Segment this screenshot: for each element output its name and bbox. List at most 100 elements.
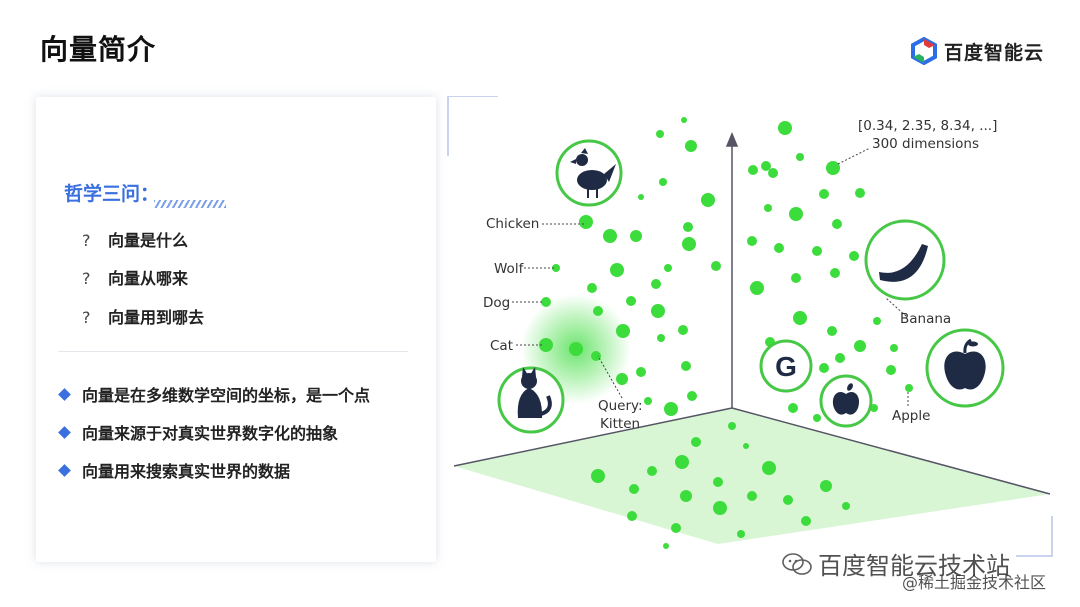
embedding-dot (801, 516, 811, 526)
embedding-dot (664, 264, 672, 272)
embedding-dot (762, 461, 776, 475)
question-mark: ? (82, 231, 91, 250)
embedding-dot (591, 351, 601, 361)
embedding-dot (681, 117, 687, 123)
content-card: 哲学三问： ?向量是什么 ?向量从哪来 ?向量用到哪去 向量是在多维数学空间的坐… (36, 97, 436, 562)
embedding-dot (774, 243, 784, 253)
apple-logo-icon (832, 383, 860, 415)
embedding-dot (657, 334, 665, 342)
embedding-dot (663, 543, 669, 549)
embedding-dot (748, 165, 758, 175)
divider (58, 351, 408, 352)
axes (453, 132, 1051, 495)
bullet-text: 向量来源于对真实世界数字化的抽象 (82, 424, 339, 443)
frame-corner (447, 96, 498, 156)
label-kitten: Kitten (600, 416, 640, 432)
embedding-dot (743, 443, 749, 449)
embedding-dot (819, 189, 829, 199)
label-chicken: Chicken (486, 216, 539, 232)
vector-dimensions: 300 dimensions (872, 136, 979, 152)
diamond-bullet-icon (58, 425, 71, 439)
embedding-dot (788, 403, 798, 413)
embedding-dot (539, 338, 553, 352)
embedding-dot (783, 495, 793, 505)
embedding-dot (842, 502, 850, 510)
embedding-dot (680, 490, 692, 502)
embedding-dot (791, 273, 801, 283)
embedding-dot (701, 193, 715, 207)
vector-space-illustration: G Chicken Wolf Dog Cat Query: Kitten Ban… (447, 96, 1053, 557)
embedding-dot (793, 311, 807, 325)
embedding-dot (761, 161, 771, 171)
embedding-dot (593, 306, 603, 316)
embedding-dot (591, 469, 605, 483)
diamond-bullet-icon (58, 463, 71, 477)
embedding-dot (616, 324, 630, 338)
embedding-dot (764, 204, 772, 212)
embedding-dot (835, 353, 845, 363)
embedding-dot (610, 263, 624, 277)
chicken-node (555, 139, 623, 207)
watermark-text: 百度智能云技术站 (818, 552, 1010, 580)
embedding-dot (713, 477, 723, 487)
embedding-dot (681, 361, 691, 371)
embedding-dot (832, 219, 842, 229)
label-apple: Apple (892, 408, 930, 424)
embedding-dot (711, 261, 721, 271)
embedding-dot (651, 279, 661, 289)
bullet-text: 向量是在多维数学空间的坐标，是一个点 (82, 386, 371, 405)
question-mark: ? (82, 269, 91, 288)
embedding-dot (747, 491, 757, 501)
embedding-dot (675, 455, 689, 469)
section-subtitle: 哲学三问： (64, 183, 160, 205)
embedding-dot (638, 194, 644, 200)
embedding-dot (678, 325, 688, 335)
embedding-dot (886, 365, 896, 375)
embedding-dot (796, 153, 804, 161)
label-wolf: Wolf (494, 261, 525, 277)
embedding-dot (656, 130, 664, 138)
point-labels: Chicken Wolf Dog Cat Query: Kitten Banan… (483, 118, 997, 432)
embedding-dot (691, 437, 701, 447)
embedding-dot (626, 296, 636, 306)
embedding-dot (603, 229, 617, 243)
frame-corner (1016, 516, 1053, 557)
banana-node (864, 219, 946, 301)
question-item: ?向量用到哪去 (82, 304, 204, 328)
embedding-dot (747, 236, 757, 246)
embedding-dot (713, 501, 727, 515)
embedding-dot (819, 363, 829, 373)
apple-logo-node (819, 374, 873, 428)
question-item: ? 向量是什么 (82, 227, 188, 251)
embedding-dot (630, 230, 642, 242)
embedding-dot (552, 264, 560, 272)
watermark-line2: @稀土掘金技术社区 (902, 573, 1047, 592)
bullet-item: 向量来源于对真实世界数字化的抽象 (58, 420, 338, 444)
question-text: 向量是什么 (108, 231, 189, 250)
embedding-dot (629, 484, 639, 494)
embedding-dot (664, 402, 678, 416)
embedding-dot (683, 222, 693, 232)
embedding-dot (636, 367, 646, 377)
google-icon: G (775, 351, 797, 382)
apple-node (925, 328, 1005, 408)
slide-title: 向量简介 (40, 33, 157, 66)
embedding-dot (644, 397, 652, 405)
embedding-dot (685, 140, 697, 152)
brand-name: 百度智能云 (944, 41, 1045, 64)
embedding-dot (826, 161, 840, 175)
embedding-dot (569, 342, 583, 356)
embedding-dots (539, 117, 913, 549)
bullet-text: 向量用来搜索真实世界的数据 (82, 462, 291, 481)
embedding-dot (587, 283, 597, 293)
banana-icon (879, 244, 928, 282)
embedding-dot (737, 530, 745, 538)
floor-plane (454, 408, 1050, 544)
diamond-bullet-icon (58, 387, 71, 401)
embedding-dot (671, 523, 681, 533)
bullet-item: 向量用来搜索真实世界的数据 (58, 458, 290, 482)
embedding-dot (682, 237, 696, 251)
embedding-dot (750, 281, 764, 295)
embedding-dot (659, 178, 667, 186)
watermark-line1: 百度智能云技术站 (782, 546, 1010, 581)
